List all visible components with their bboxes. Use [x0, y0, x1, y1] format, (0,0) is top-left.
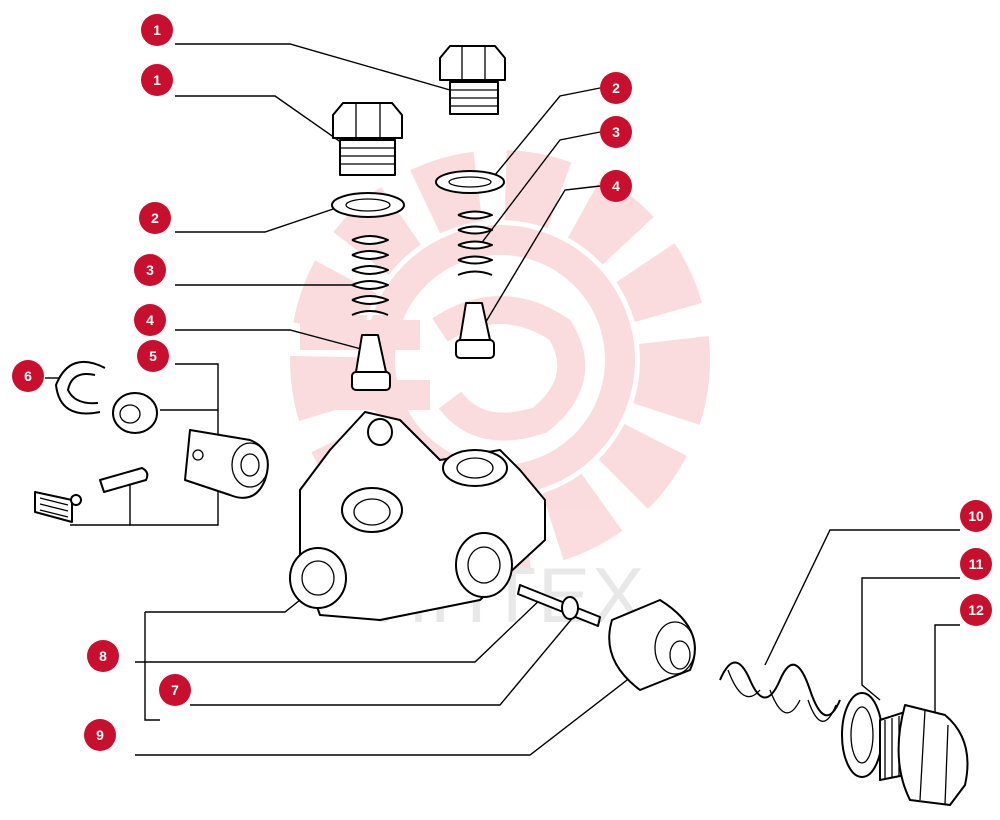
spring-10 [719, 661, 841, 722]
svg-text:10: 10 [968, 508, 984, 524]
valve-4-left [351, 334, 391, 391]
plug-12 [879, 704, 969, 806]
svg-text:3: 3 [612, 124, 620, 140]
callout-4a[interactable]: 4 [134, 304, 166, 336]
plug-1-right [439, 45, 506, 115]
sleeve-5 [184, 429, 269, 499]
retaining-ring-6 [55, 360, 106, 415]
leader-lines [45, 43, 960, 756]
svg-text:1: 1 [153, 22, 161, 38]
svg-text:5: 5 [149, 348, 157, 364]
callout-12[interactable]: 12 [960, 594, 992, 626]
spring-3-right [457, 210, 493, 276]
callout-3a[interactable]: 3 [134, 254, 166, 286]
pump-body [289, 411, 546, 621]
callout-9[interactable]: 9 [84, 719, 116, 751]
svg-text:4: 4 [612, 178, 620, 194]
svg-text:1: 1 [153, 72, 161, 88]
callout-6[interactable]: 6 [12, 360, 44, 392]
svg-text:2: 2 [612, 80, 620, 96]
callout-5[interactable]: 5 [137, 340, 169, 372]
callout-4b[interactable]: 4 [600, 170, 632, 202]
plug-1-left [332, 102, 403, 176]
callout-7[interactable]: 7 [159, 674, 191, 706]
callout-1b[interactable]: 1 [141, 64, 173, 96]
bearing-5 [112, 392, 158, 434]
pin-5 [99, 467, 149, 493]
svg-text:9: 9 [96, 727, 104, 743]
svg-text:8: 8 [99, 648, 107, 664]
svg-text:3: 3 [146, 262, 154, 278]
washer-11 [841, 692, 883, 778]
svg-text:12: 12 [968, 602, 984, 618]
svg-text:6: 6 [24, 368, 32, 384]
callout-8[interactable]: 8 [87, 640, 119, 672]
piston-9 [608, 599, 696, 691]
callout-3b[interactable]: 3 [600, 116, 632, 148]
washer-2-right [435, 170, 505, 194]
svg-text:11: 11 [969, 556, 984, 572]
callouts: 1 1 2 2 3 3 4 4 5 6 8 7 9 10 11 12 [12, 14, 992, 751]
callout-10[interactable]: 10 [960, 500, 992, 532]
valve-4-right [455, 302, 495, 359]
svg-text:7: 7 [171, 682, 179, 698]
washer-2-left [331, 192, 405, 218]
key-5 [34, 491, 82, 523]
callout-11[interactable]: 11 [960, 548, 992, 580]
spring-3-left [351, 235, 389, 316]
svg-text:4: 4 [146, 312, 154, 328]
callout-1a[interactable]: 1 [141, 14, 173, 46]
svg-text:2: 2 [151, 210, 159, 226]
callout-2b[interactable]: 2 [600, 72, 632, 104]
rod-8 [517, 584, 601, 627]
callout-2a[interactable]: 2 [139, 202, 171, 234]
